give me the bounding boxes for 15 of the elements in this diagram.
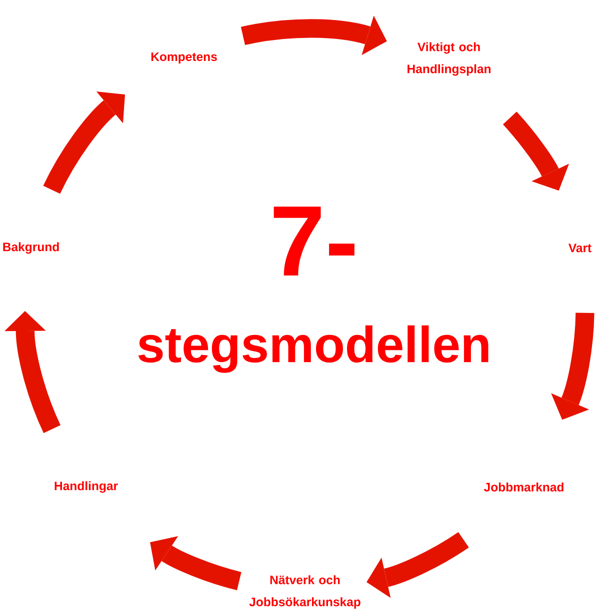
title: 7- stegsmodellen xyxy=(138,206,488,373)
step-label: Kompetens xyxy=(151,52,217,64)
step-label: Jobbmarknad xyxy=(484,482,564,492)
step-label: Bakgrund xyxy=(3,242,59,254)
step-label: Handlingar xyxy=(54,481,118,493)
step-label: Viktigt och Handlingsplan xyxy=(408,42,490,76)
curved-arrow xyxy=(551,312,594,420)
curved-arrow xyxy=(4,310,61,433)
curved-arrow xyxy=(150,536,242,590)
curved-arrow xyxy=(241,16,387,56)
curved-arrow xyxy=(502,112,570,191)
step-label: Nätverk och Jobbsökarkunskap xyxy=(249,575,360,609)
curved-arrow xyxy=(43,92,126,194)
step-label: Vart xyxy=(568,244,592,252)
curved-arrow xyxy=(366,532,469,598)
